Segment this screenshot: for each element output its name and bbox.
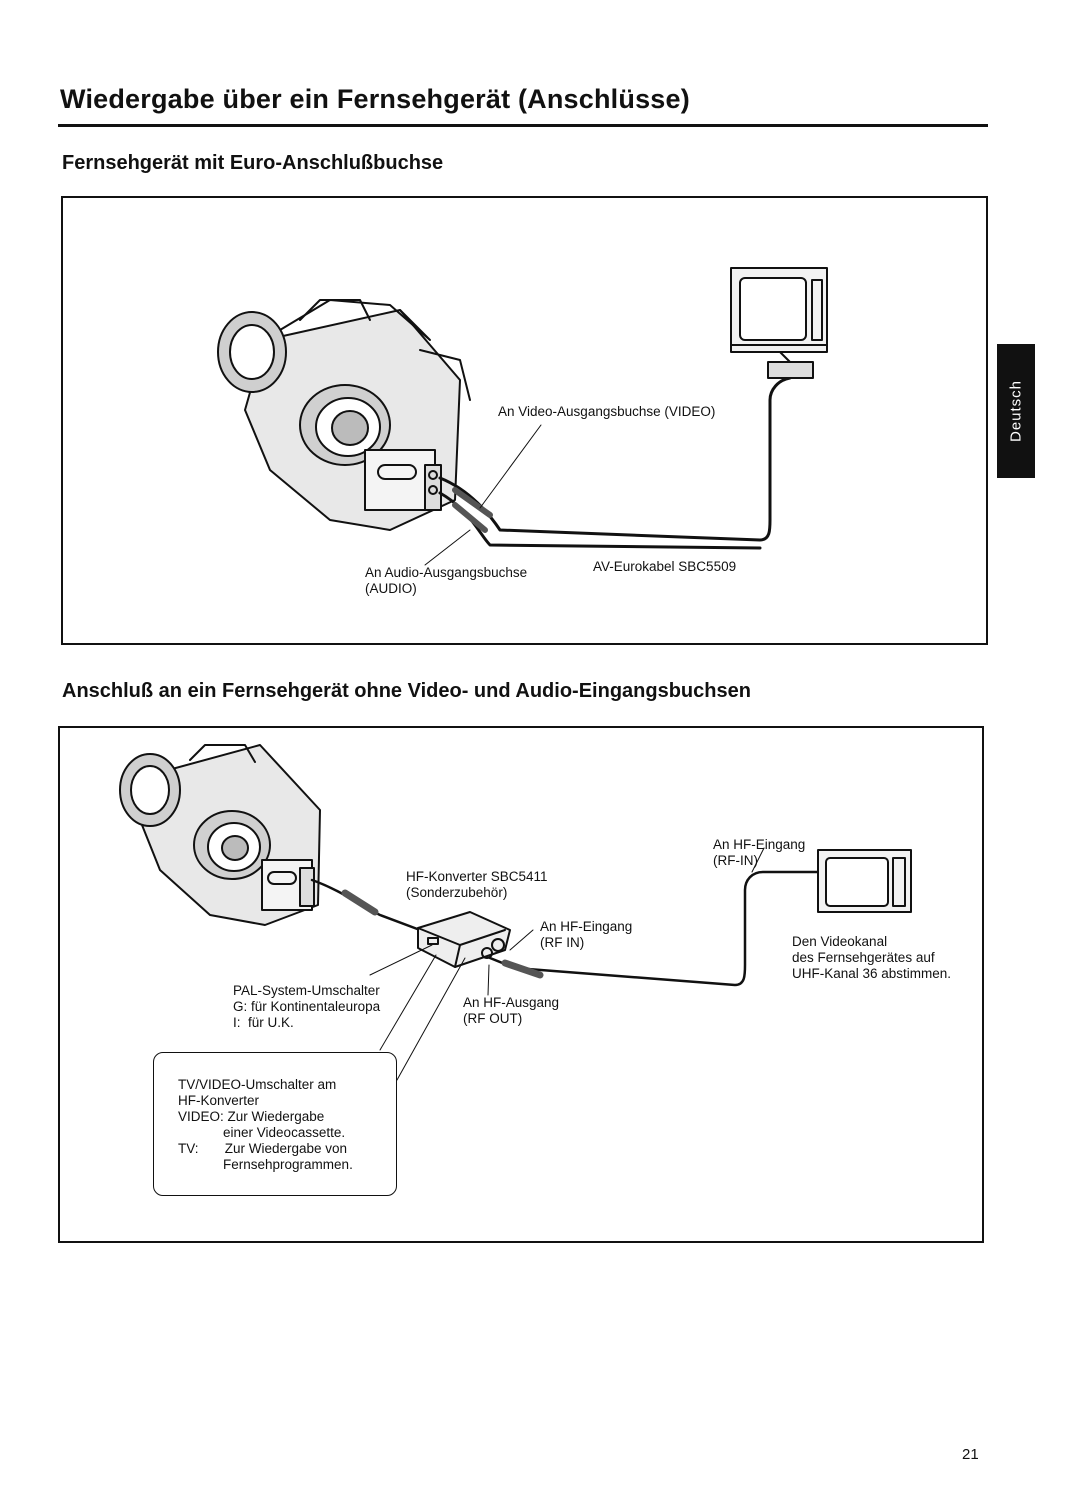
note-line5: TV: Zur Wiedergabe von [178, 1141, 348, 1156]
label-tv-rf-input: An HF-Eingang [713, 837, 806, 852]
tv-icon-2 [817, 849, 912, 913]
note-line2: HF-Konverter [178, 1093, 260, 1108]
section1-figure-frame [61, 196, 988, 645]
label-tv-rf-input-code: (RF-IN) [713, 853, 758, 868]
note-line1: TV/VIDEO-Umschalter am [178, 1077, 337, 1092]
label-rf-converter: HF-Konverter SBC5411 [406, 869, 548, 884]
label-converter-rf-output-code: (RF OUT) [463, 1011, 523, 1026]
label-channel-line2: des Fernsehgerätes auf [792, 950, 935, 965]
note-line6: Fernsehprogrammen. [178, 1157, 353, 1172]
note-line4: einer Videocassette. [178, 1125, 346, 1140]
language-side-tab: Deutsch [997, 344, 1035, 478]
language-tab-label: Deutsch [1007, 379, 1025, 443]
note-line3: VIDEO: Zur Wiedergabe [178, 1109, 325, 1124]
rf-converter-icon [417, 911, 511, 968]
label-av-cable: AV-Eurokabel SBC5509 [593, 559, 737, 574]
page-number: 21 [962, 1446, 979, 1463]
label-video-output: An Video-Ausgangsbuchse (VIDEO) [498, 404, 716, 419]
av-cable-1 [438, 376, 792, 550]
camcorder-icon-2 [119, 744, 321, 926]
section1-heading: Fernsehgerät mit Euro-Anschlußbuchse [62, 152, 444, 174]
tv-icon-1 [730, 267, 828, 379]
label-converter-rf-input-code: (RF IN) [540, 935, 585, 950]
page-title: Wiedergabe über ein Fernsehgerät (Anschl… [60, 84, 690, 114]
label-pal-g: G: für Kontinentaleuropa [233, 999, 381, 1014]
label-audio-output: An Audio-Ausgangsbuchse [365, 565, 528, 580]
tv-video-switch-note [153, 1052, 397, 1196]
camcorder-icon-1 [217, 299, 471, 531]
label-pal-switch: PAL-System-Umschalter [233, 983, 380, 998]
label-pal-i: I: für U.K. [233, 1015, 294, 1030]
label-converter-rf-output: An HF-Ausgang [463, 995, 560, 1010]
label-audio-output-code: (AUDIO) [365, 581, 417, 596]
label-channel-line1: Den Videokanal [792, 934, 888, 949]
label-channel-line3: UHF-Kanal 36 abstimmen. [792, 966, 952, 981]
camcorder-to-converter-cable [310, 878, 422, 932]
label-rf-converter-note: (Sonderzubehör) [406, 885, 508, 900]
rf-cable-2 [488, 870, 824, 987]
label-converter-rf-input: An HF-Eingang [540, 919, 633, 934]
section2-figure-frame [58, 726, 984, 1243]
section2-heading: Anschluß an ein Fernsehgerät ohne Video-… [62, 680, 751, 702]
title-underline [58, 124, 988, 127]
